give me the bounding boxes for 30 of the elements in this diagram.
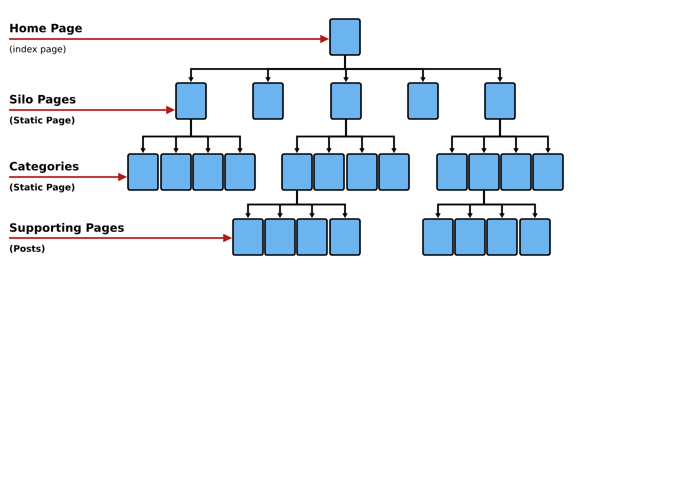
level-label: Silo Pages (Static Page) [10, 94, 76, 126]
level-label: Home Page (index page) [10, 24, 82, 54]
page-box [224, 153, 256, 191]
page-box [296, 218, 328, 256]
page-box [127, 153, 159, 191]
page-box [175, 82, 207, 120]
level-label: Categories (Static Page) [10, 162, 79, 192]
page-box [264, 218, 296, 256]
page-box [532, 153, 564, 191]
page-box [281, 153, 313, 191]
page-box [346, 153, 378, 191]
page-box [468, 153, 500, 191]
page-box [192, 153, 224, 191]
page-box [519, 218, 551, 256]
page-box [407, 82, 439, 120]
page-box [330, 82, 362, 120]
page-box [329, 18, 361, 56]
page-box [436, 153, 468, 191]
page-box [500, 153, 532, 191]
page-box [484, 82, 516, 120]
level-label: Supporting Pages (Posts) [10, 223, 124, 253]
page-box [313, 153, 345, 191]
page-box [378, 153, 410, 191]
page-box [329, 218, 361, 256]
page-box [252, 82, 284, 120]
page-box [160, 153, 192, 191]
page-box [486, 218, 518, 256]
page-box [232, 218, 264, 256]
page-box [454, 218, 486, 256]
page-box [422, 218, 454, 256]
